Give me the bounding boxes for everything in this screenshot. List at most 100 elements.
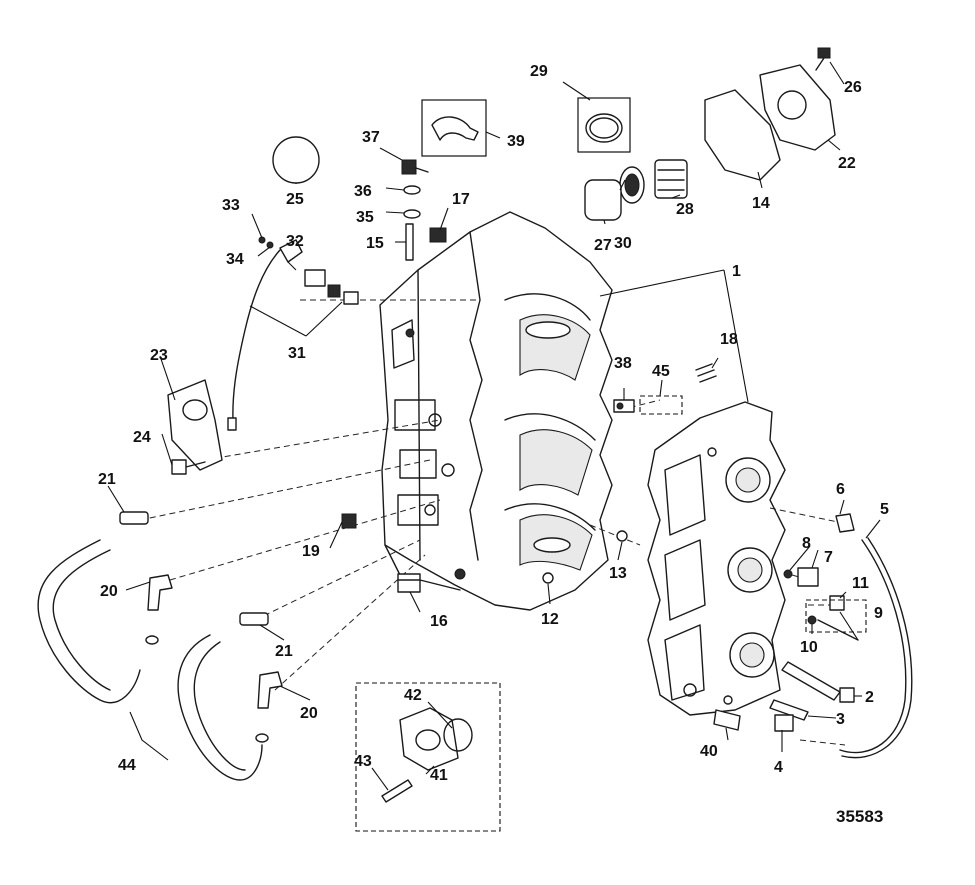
plate-23 [167, 379, 223, 471]
callout-7: 7 [824, 549, 833, 566]
nut-6 [835, 513, 855, 533]
sleeve [584, 179, 622, 221]
fitting-21b [239, 612, 269, 626]
spring-18 [695, 363, 717, 383]
gasket [704, 89, 781, 181]
sensor-wire [232, 249, 281, 421]
callout-17: 17 [452, 191, 470, 208]
bolt-24 [171, 459, 206, 475]
bracket-45 [639, 395, 683, 415]
callout-19: 19 [302, 543, 320, 560]
washer-36 [403, 185, 421, 195]
fittings-31 [304, 269, 359, 305]
callout-21a: 21 [98, 471, 116, 488]
stud-40 [713, 709, 741, 731]
callout-25: 25 [286, 191, 304, 208]
oring-42 [443, 718, 473, 752]
callout-42: 42 [404, 687, 422, 704]
fitting-38 [613, 399, 635, 413]
callout-5: 5 [880, 501, 889, 518]
callout-43: 43 [354, 753, 372, 770]
thermostat [654, 159, 688, 199]
elbow-20b [255, 671, 283, 743]
callout-18: 18 [720, 331, 738, 348]
callout-23: 23 [150, 347, 168, 364]
wire-5 [839, 539, 907, 754]
callout-35: 35 [356, 209, 374, 226]
bolt-26 [815, 47, 831, 71]
leader-lines [107, 61, 881, 791]
callout-38: 38 [614, 355, 632, 372]
callout-11: 11 [852, 575, 869, 592]
oring-box [577, 97, 631, 153]
cylinder-block [379, 211, 613, 611]
callout-12: 12 [541, 611, 559, 628]
cylinder-head [647, 401, 786, 716]
callout-28: 28 [676, 201, 694, 218]
bolt-9 [817, 619, 859, 641]
callout-29: 29 [530, 63, 548, 80]
callout-33: 33 [222, 197, 240, 214]
bolt-3 [769, 699, 809, 721]
callout-27: 27 [594, 237, 612, 254]
elbow-20a [145, 574, 173, 645]
callout-40: 40 [700, 743, 718, 760]
callout-37: 37 [362, 129, 380, 146]
fitting-4 [774, 714, 794, 732]
callout-24: 24 [133, 429, 151, 446]
fitting-21a [119, 511, 149, 525]
callout-21b: 21 [275, 643, 293, 660]
callout-labels: 1 2 3 4 5 6 7 8 9 10 11 12 13 14 15 16 1… [98, 63, 889, 826]
plug-19 [341, 513, 357, 529]
callout-31: 31 [288, 345, 306, 362]
assembly-lines [139, 299, 846, 746]
fitting-7 [797, 567, 819, 587]
bolt-43 [381, 779, 413, 803]
figure-number: 35583 [836, 807, 883, 826]
callout-14: 14 [752, 195, 770, 212]
callout-4: 4 [774, 759, 783, 776]
washer-34 [266, 241, 274, 249]
stud-15 [405, 223, 414, 261]
callout-20a: 20 [100, 583, 118, 600]
callout-26: 26 [844, 79, 862, 96]
plug-17 [429, 227, 447, 243]
washer-8 [783, 569, 793, 579]
washer-10 [807, 615, 817, 625]
callout-1: 1 [732, 263, 741, 280]
callout-22: 22 [838, 155, 856, 172]
cover-41 [399, 707, 459, 771]
water-cover [759, 64, 836, 151]
callout-16: 16 [430, 613, 448, 630]
callout-45: 45 [652, 363, 670, 380]
callout-44: 44 [118, 757, 136, 774]
small-parts [37, 47, 913, 832]
pin-13 [616, 530, 628, 542]
callout-34: 34 [226, 251, 244, 268]
bolt-2 [781, 661, 841, 701]
callout-9: 9 [874, 605, 883, 622]
washer-35 [403, 209, 421, 219]
bracket-10-9 [805, 599, 867, 633]
hose-44b [177, 634, 263, 781]
callout-15: 15 [366, 235, 384, 252]
sensor-body [279, 239, 303, 263]
callout-10: 10 [800, 639, 818, 656]
callout-2: 2 [865, 689, 874, 706]
sender-11 [829, 595, 845, 611]
elbow-box [421, 99, 487, 157]
callout-8: 8 [802, 535, 811, 552]
pin-12 [542, 572, 554, 584]
callout-41: 41 [430, 767, 448, 784]
callout-32: 32 [286, 233, 304, 250]
plug-16 [397, 573, 421, 593]
callout-6: 6 [836, 481, 845, 498]
plug-cap [272, 136, 320, 184]
callout-39: 39 [507, 133, 525, 150]
fitting-37 [401, 159, 429, 175]
callout-36: 36 [354, 183, 372, 200]
callout-13: 13 [609, 565, 627, 582]
hose-44a [37, 539, 141, 704]
